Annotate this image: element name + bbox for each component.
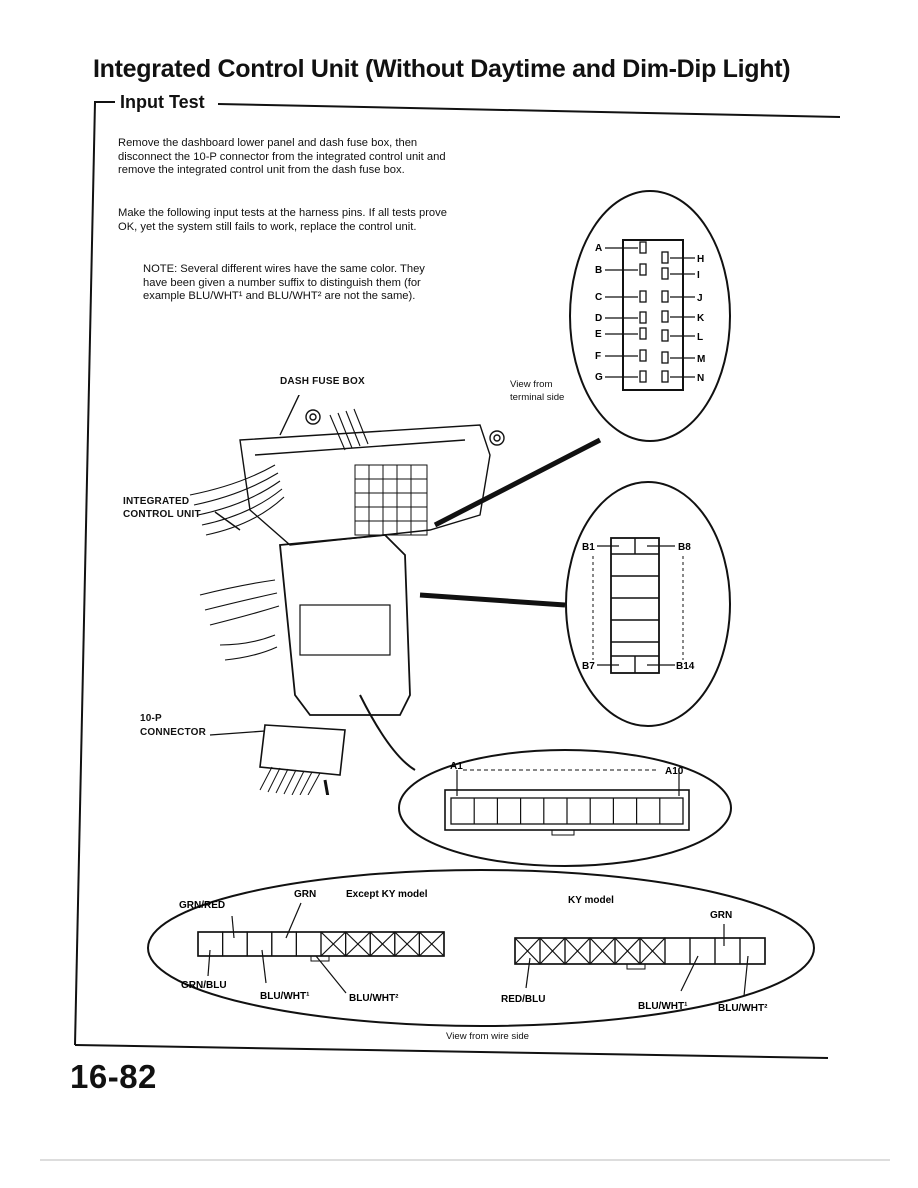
harness-cell-cross [418,931,445,957]
pin-label-e: E [595,329,602,340]
harness-wire-side-view: Except KY model KY model GRN/RED GRN GRN… [147,869,815,1027]
harness-cell [295,931,322,957]
pin-label-j: J [697,293,703,304]
pin-slot-right [661,267,669,280]
pin-slot-left [639,290,647,303]
view-from-terminal-label-line2: terminal side [510,392,565,403]
harness-cell-cross [564,937,591,965]
wire-grn-red-label: GRN/RED [179,900,225,911]
pin-label-b7: B7 [582,661,595,672]
view-from-terminal-label-line1: View from [510,379,553,390]
pin-label-b8: B8 [678,542,691,553]
pin-slot-left [639,327,647,340]
pin-label-m: M [697,354,705,365]
pin-label-d: D [595,313,602,324]
harness-cell-cross [320,931,347,957]
harness-cell-cross [589,937,616,965]
ky-wire-blu-wht1-label: BLU/WHT¹ [638,1001,688,1012]
except-ky-title: Except KY model [346,889,428,900]
harness-cell-cross [614,937,641,965]
harness-cell [714,937,741,965]
ky-wire-blu-wht2-label: BLU/WHT² [718,1003,768,1014]
wire-grn-blu-label: GRN/BLU [181,980,227,991]
harness-cell-cross [514,937,541,965]
ky-wire-red-blu-label: RED/BLU [501,994,545,1005]
dash-fuse-box-label: DASH FUSE BOX [280,376,365,387]
connector-a-callout: A B C D E F G H I J K L M N [569,190,731,442]
harness-cell [739,937,766,965]
pin-label-h: H [697,254,704,265]
pin-label-i: I [697,270,700,281]
harness-cell-cross [394,931,420,957]
view-from-wire-side-label: View from wire side [446,1031,529,1042]
pin-label-n: N [697,373,704,384]
pin-slot-right [661,329,669,342]
except-ky-connector [197,902,445,994]
harness-cell-cross [639,937,666,965]
wire-blu-wht1-label: BLU/WHT¹ [260,991,310,1002]
ky-wire-grn-label: GRN [710,910,732,921]
pin-label-c: C [595,292,602,303]
connector-10p-callout: A1 A10 [398,749,732,867]
pin-label-l: L [697,332,703,343]
pin-slot-left [639,349,647,362]
connector-10p-label-line2: CONNECTOR [140,727,207,738]
harness-cell [271,931,298,957]
pin-label-a10: A10 [665,766,684,777]
integrated-control-unit-label-line1: INTEGRATED [123,496,190,507]
pin-slot-left [639,241,647,254]
harness-cell [689,937,716,965]
connector-a-left-pin-labels: A B C D E F G [595,243,603,383]
harness-cell-cross [539,937,566,965]
wire-grn-label: GRN [294,889,316,900]
pin-slot-right [661,370,669,383]
fuse-box-illustration [189,395,602,795]
pin-slot-left [639,370,647,383]
harness-cell [221,931,248,957]
pin-slot-right [661,351,669,364]
pin-label-b14: B14 [676,661,695,672]
note-paragraph: NOTE: Several different wires have the s… [143,263,425,303]
pin-label-f: F [595,351,601,362]
integrated-control-unit-label-line2: CONTROL UNIT [123,509,201,520]
page-number: 16-82 [70,1058,157,1095]
wire-blu-wht2-label: BLU/WHT² [349,993,399,1004]
pin-slot-right [661,290,669,303]
connector-b-callout: B1 B8 B7 B14 [565,481,731,727]
pin-label-a: A [595,243,602,254]
harness-cell-cross [345,931,371,957]
harness-cell-cross [369,931,396,957]
section-heading: Input Test [120,92,205,112]
connector-10p-label-line1: 10-P [140,713,162,724]
pin-label-b: B [595,265,602,276]
ky-connector [514,924,766,997]
pin-slot-right [661,310,669,323]
harness-cell [246,931,273,957]
pin-label-a1: A1 [450,761,463,772]
instruction-paragraph-1: Remove the dashboard lower panel and das… [118,137,446,177]
ky-title: KY model [568,895,614,906]
connector-a-right-pin-labels: H I J K L M N [697,254,705,384]
instruction-paragraph-2: Make the following input tests at the ha… [118,207,447,233]
pin-slot-left [639,263,647,276]
pin-label-g: G [595,372,603,383]
harness-cell [664,937,691,965]
pin-slot-right [661,251,669,264]
page-title: Integrated Control Unit (Without Daytime… [93,55,791,83]
harness-cell [418,931,445,957]
pin-label-b1: B1 [582,542,595,553]
pin-label-k: K [697,313,705,324]
pin-slot-left [639,311,647,324]
